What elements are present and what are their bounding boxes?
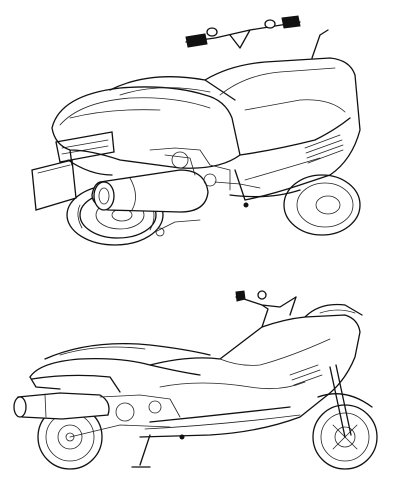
rear-bodywork [29,343,211,393]
rear-fender [67,149,113,176]
engine-mechanics [149,147,301,237]
engine-mechanics [69,394,185,440]
scooter-rear-three-quarter-drawing [31,15,361,246]
kickstand [131,434,151,468]
handlebar [185,15,301,49]
scooter-side-view-drawing [0,247,400,494]
front-bodywork [204,29,361,201]
main-bodywork [139,296,361,438]
exhaust-muffler [13,392,110,420]
front-wheel [283,174,361,236]
handlebar [235,290,297,308]
exhaust-muffler [91,169,209,213]
front-fork [317,364,373,438]
side-vents [304,134,344,164]
license-plate [31,159,77,211]
side-vents [289,364,323,386]
scooter-side-svg [13,290,378,470]
windscreen [304,303,363,318]
scooter-rear-svg [31,15,361,246]
